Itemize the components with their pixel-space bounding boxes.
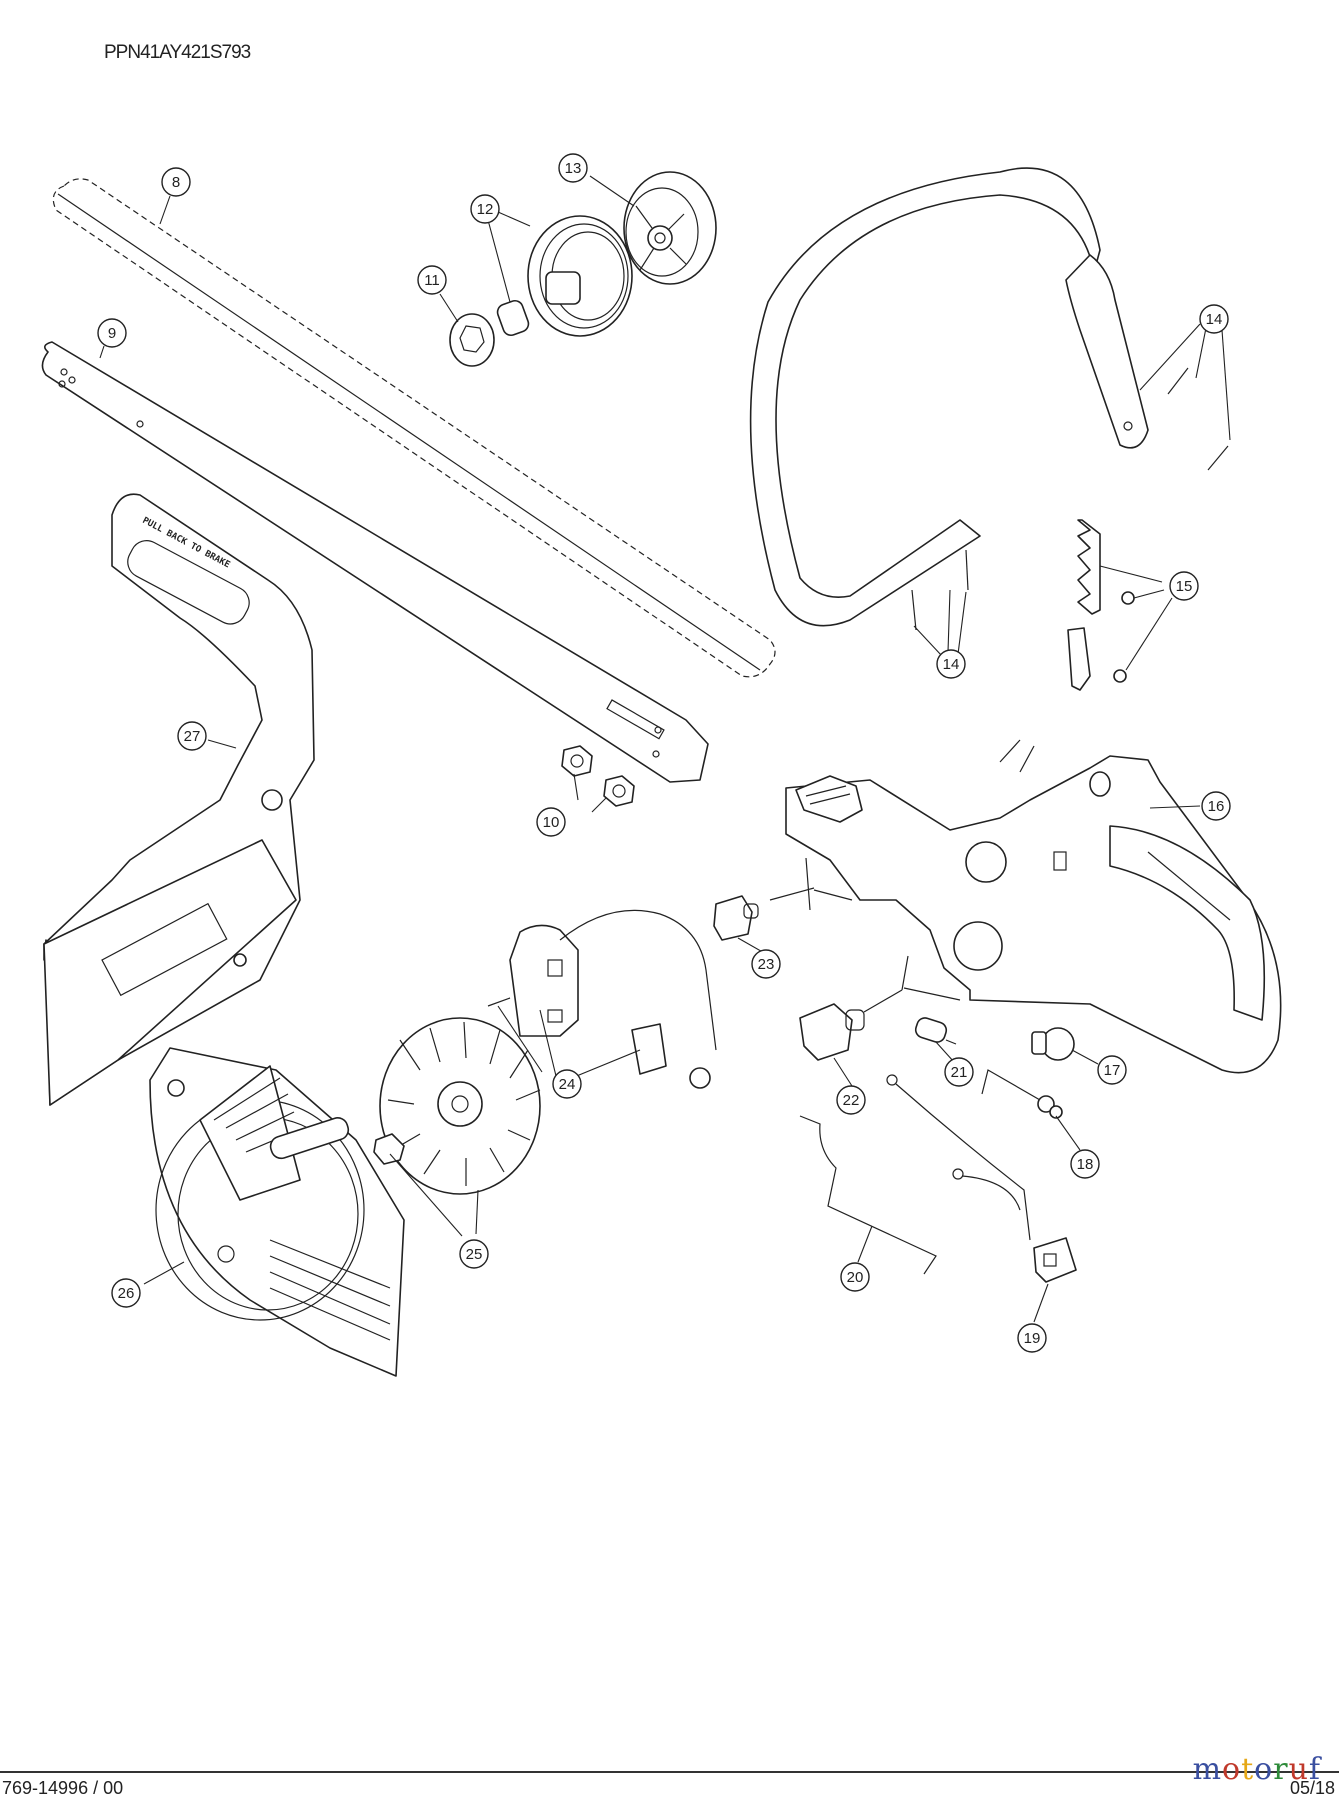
callout-15: 15 (1169, 571, 1199, 601)
callout-8: 8 (161, 167, 191, 197)
svg-text:15: 15 (1176, 578, 1193, 595)
primer-bulb (1031, 1027, 1075, 1061)
ignition-module (487, 909, 717, 1089)
document-number: 769-14996 / 00 (2, 1778, 124, 1798)
callout-22: 22 (836, 1085, 866, 1115)
callout-16: 16 (1201, 791, 1231, 821)
svg-text:14: 14 (1206, 311, 1223, 328)
model-code: PPN41AY421S793 (104, 42, 251, 63)
watermark-letter: r (1273, 1752, 1289, 1787)
svg-text:12: 12 (477, 201, 494, 218)
svg-text:17: 17 (1104, 1062, 1121, 1079)
watermark-logo: motoruf (1193, 1752, 1321, 1787)
svg-text:10: 10 (543, 814, 560, 831)
callout-9: 9 (97, 318, 127, 348)
callout-24: 24 (552, 1069, 582, 1099)
flywheel (373, 1017, 541, 1195)
callout-27: 27 (177, 721, 207, 751)
callout-14-top: 14 (1199, 304, 1229, 334)
svg-text:23: 23 (758, 956, 775, 973)
bar-nuts (561, 745, 635, 807)
callout-26: 26 (111, 1278, 141, 1308)
callout-13: 13 (558, 153, 588, 183)
watermark-letter: t (1241, 1752, 1255, 1787)
guide-bar (41, 341, 709, 783)
ignition-switch (886, 1074, 1077, 1283)
fuel-filter (914, 1017, 957, 1045)
footer-rule (0, 1771, 1339, 1773)
crankcase (785, 739, 1282, 1074)
callout-10: 10 (536, 807, 566, 837)
callout-12: 12 (470, 194, 500, 224)
svg-text:26: 26 (118, 1285, 135, 1302)
svg-text:11: 11 (424, 272, 440, 289)
watermark-letter: o (1222, 1752, 1242, 1787)
bumper-spike (1067, 519, 1135, 691)
svg-text:14: 14 (943, 656, 960, 673)
clutch-drum (496, 215, 633, 337)
svg-text:25: 25 (466, 1246, 483, 1263)
clutch-washer (449, 313, 495, 367)
svg-text:13: 13 (565, 160, 582, 177)
starter-housing (149, 1047, 405, 1377)
saw-chain (52, 178, 776, 678)
callout-19: 19 (1017, 1323, 1047, 1353)
callout-20: 20 (840, 1262, 870, 1292)
callout-11: 11 (417, 265, 447, 295)
clutch-cover: PULL BACK TO BRAKE (43, 493, 315, 1106)
watermark-letter: o (1254, 1752, 1274, 1787)
svg-text:19: 19 (1024, 1330, 1041, 1347)
callout-17: 17 (1097, 1055, 1127, 1085)
fuel-cap (799, 955, 961, 1061)
callout-21: 21 (944, 1057, 974, 1087)
oil-cap (713, 857, 853, 941)
svg-text:27: 27 (184, 728, 201, 745)
callout-23: 23 (751, 949, 781, 979)
watermark-letter: m (1192, 1752, 1223, 1787)
throttle-rod (799, 1115, 937, 1275)
clutch-assembly (623, 171, 717, 285)
callout-14-bottom: 14 (936, 649, 966, 679)
svg-text:8: 8 (172, 174, 180, 191)
callout-25: 25 (459, 1239, 489, 1269)
watermark-letter: u (1288, 1752, 1309, 1787)
callout-18: 18 (1070, 1149, 1100, 1179)
svg-text:16: 16 (1208, 798, 1225, 815)
svg-text:20: 20 (847, 1269, 864, 1286)
svg-text:22: 22 (843, 1092, 860, 1109)
svg-text:24: 24 (559, 1076, 576, 1093)
svg-text:9: 9 (108, 325, 116, 342)
document-date: 05/18 (1289, 1778, 1335, 1798)
svg-text:21: 21 (951, 1064, 968, 1081)
front-handle (749, 167, 1229, 631)
watermark-letter: f (1308, 1752, 1321, 1787)
svg-text:18: 18 (1077, 1156, 1094, 1173)
choke-rod (981, 1069, 1063, 1119)
